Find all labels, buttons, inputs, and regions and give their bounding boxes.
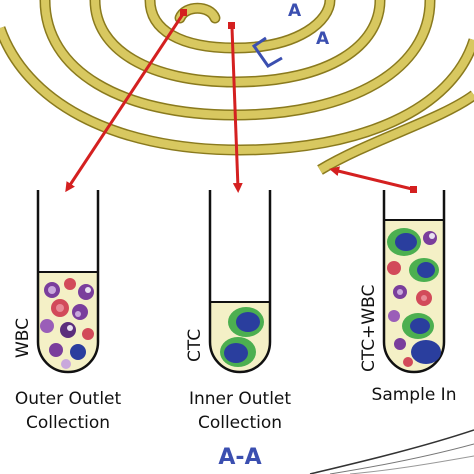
section-marker: A A (251, 1, 330, 68)
tube-caption-sample-line1: Sample In (372, 385, 457, 405)
section-marker-letter-top: A (288, 1, 302, 21)
tube-sample-in: CTC+WBC Sample In (359, 190, 456, 405)
arrow-to-inner-outlet (230, 27, 243, 193)
section-marker-letter-bottom: A (316, 29, 330, 49)
wbc-cells (40, 278, 94, 369)
tube-side-label-ctc: CTC (185, 329, 205, 362)
tube-outline (382, 190, 446, 374)
ctc-cells (220, 307, 264, 367)
tube-caption-outer-line2: Collection (26, 413, 110, 433)
tube-side-label-ctc-wbc: CTC+WBC (359, 285, 379, 372)
tube-outline (208, 190, 272, 374)
arrow-sample-inlet (329, 166, 413, 191)
tube-caption-inner-line1: Inner Outlet (189, 389, 291, 409)
flow-arrows (65, 9, 417, 193)
section-bracket (251, 36, 283, 68)
section-title: A-A (218, 445, 261, 470)
tube-side-label-wbc: WBC (13, 318, 33, 358)
spiral-turn-2 (89, 0, 386, 88)
tube-outline (36, 190, 100, 374)
arrow-to-outer-outlet (65, 13, 185, 193)
mixed-cells (387, 228, 441, 367)
cross-section-outline (309, 429, 474, 474)
tube-outer-outlet: WBC Outer Outlet Collection (13, 190, 122, 433)
tube-caption-outer-line1: Outer Outlet (15, 389, 122, 409)
tube-caption-inner-line2: Collection (198, 413, 282, 433)
tube-inner-outlet: CTC Inner Outlet Collection (185, 190, 291, 433)
